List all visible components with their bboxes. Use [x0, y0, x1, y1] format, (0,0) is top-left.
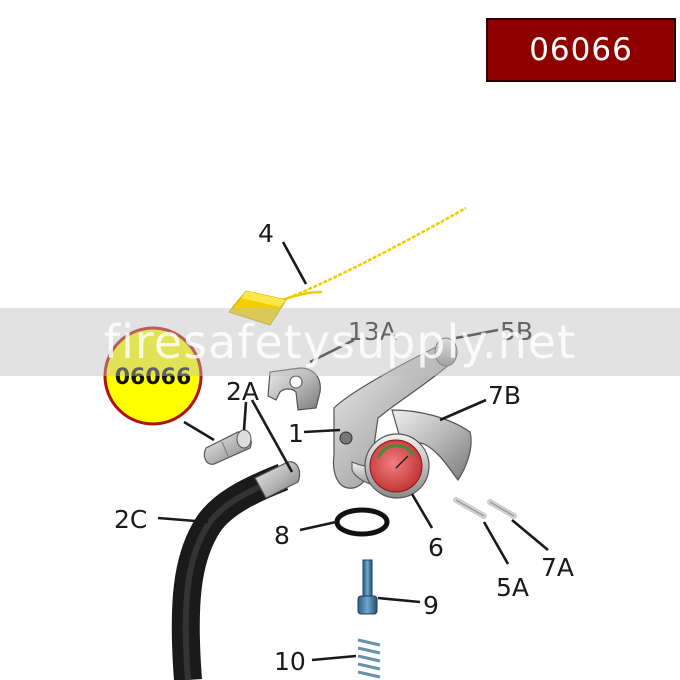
label-5a: 5A	[496, 573, 529, 602]
carry-handle-part	[391, 409, 472, 482]
kit-callout-text: 06066	[115, 365, 192, 390]
valve-stem-part	[357, 559, 378, 615]
leader-lines	[157, 241, 549, 662]
tamper-seal-part	[228, 206, 467, 326]
label-2a: 2A	[226, 377, 259, 406]
label-10: 10	[274, 647, 306, 676]
watermark-band	[0, 308, 680, 376]
watermark-text: firesafetysupply.net	[103, 315, 577, 369]
label-7a: 7A	[541, 553, 574, 582]
spring-part	[357, 638, 381, 679]
label-9: 9	[423, 591, 439, 620]
label-6: 6	[428, 533, 444, 562]
label-7b: 7B	[488, 381, 521, 410]
hose-part	[171, 461, 301, 680]
label-2c: 2C	[114, 505, 147, 534]
label-5b: 5B	[500, 317, 533, 346]
hose-fitting-part	[203, 429, 252, 465]
pressure-gauge-part	[364, 433, 430, 499]
kit-callout: 06066	[103, 326, 203, 426]
label-4: 4	[258, 219, 274, 248]
part-labels: 4 13A 5B 2A 7B 1 2C 8 6 5A 7A 9 10	[114, 219, 574, 676]
pins-part	[453, 497, 517, 519]
o-ring-part	[334, 507, 390, 537]
part-number-text: 06066	[529, 32, 633, 68]
part-number-badge: 06066	[486, 18, 676, 82]
ring-pin-clip-part	[267, 367, 321, 411]
label-1: 1	[288, 419, 304, 448]
label-8: 8	[274, 521, 290, 550]
label-13a: 13A	[348, 317, 397, 346]
